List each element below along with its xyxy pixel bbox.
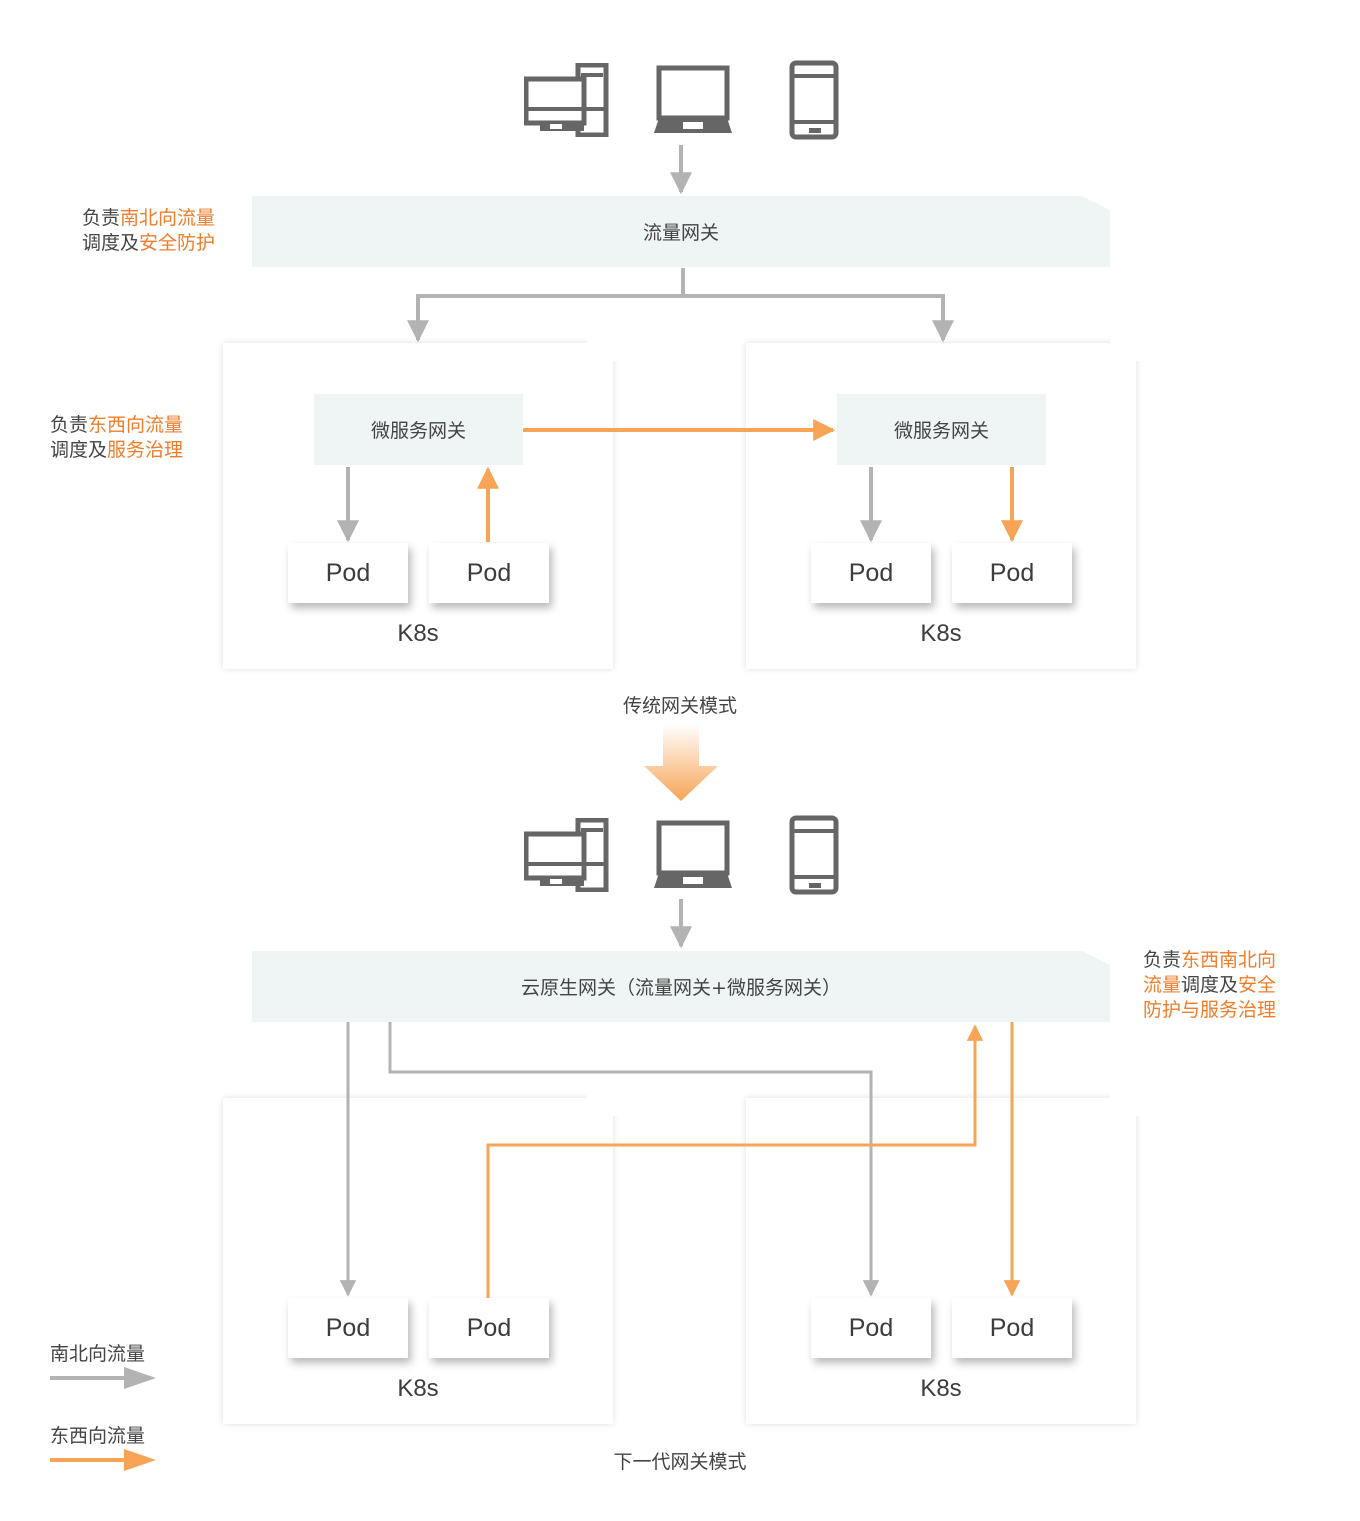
note-east-west: 负责东西向流量 调度及服务治理 [50, 413, 183, 463]
micro-gateway-left: 微服务网关 [314, 394, 523, 465]
cloud-native-gateway-label: 云原生网关（流量网关+微服务网关） [521, 977, 841, 999]
mobile-phone-icon [789, 815, 839, 895]
ns-connector-gateway-right [683, 294, 954, 343]
transition-arrow-icon [644, 724, 718, 801]
caption-next-gen: 下一代网关模式 [613, 1451, 747, 1473]
k8s-label: K8s [397, 620, 439, 647]
cloud-native-gateway: 云原生网关（流量网关+微服务网关） [252, 951, 1110, 1022]
laptop-icon [654, 65, 732, 133]
pod: Pod [429, 543, 549, 603]
note-ew-line1: 负责东西向流量 [50, 414, 184, 436]
legend-north-south-label: 南北向流量 [50, 1343, 146, 1365]
desktop-icon [524, 63, 609, 137]
note-cn-line1: 负责东西南北向 [1143, 949, 1277, 971]
caption-traditional: 传统网关模式 [622, 695, 737, 717]
pod: Pod [811, 1298, 931, 1358]
note-cloud-native: 负责东西南北向 流量调度及安全 防护与服务治理 [1143, 948, 1276, 1023]
k8s-label: K8s [920, 1375, 962, 1402]
legend-east-west-arrow-icon [50, 1449, 156, 1471]
legend-north-south-arrow-icon [50, 1367, 156, 1389]
note-cn-line3: 防护与服务治理 [1143, 999, 1277, 1021]
pod: Pod [288, 1298, 408, 1358]
pod: Pod [288, 543, 408, 603]
k8s-label: K8s [397, 1375, 439, 1402]
pod: Pod [429, 1298, 549, 1358]
note-ns-line2: 调度及安全防护 [82, 232, 216, 254]
note-ew-line2: 调度及服务治理 [50, 439, 184, 461]
pod: Pod [811, 543, 931, 603]
mobile-phone-icon [789, 60, 839, 140]
k8s-label: K8s [920, 620, 962, 647]
ns-connector-gateway-split [407, 268, 685, 343]
laptop-icon [654, 820, 732, 888]
micro-gateway-right: 微服务网关 [837, 394, 1046, 465]
traffic-gateway-label: 流量网关 [642, 222, 719, 244]
legend-east-west-label: 东西向流量 [50, 1425, 146, 1447]
desktop-icon [524, 818, 609, 892]
note-cn-line2: 流量调度及安全 [1143, 974, 1277, 996]
note-north-south: 负责南北向流量 调度及安全防护 [82, 206, 215, 256]
traffic-gateway: 流量网关 [252, 196, 1110, 267]
pod: Pod [952, 543, 1072, 603]
note-ns-line1: 负责南北向流量 [82, 207, 216, 229]
pod: Pod [952, 1298, 1072, 1358]
